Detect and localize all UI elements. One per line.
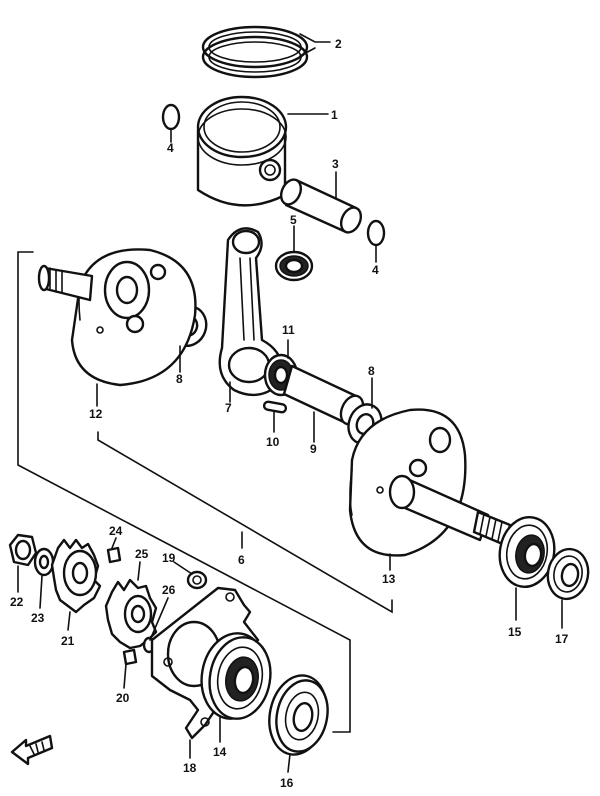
label-16: 16 bbox=[280, 776, 294, 790]
label-13: 13 bbox=[382, 572, 396, 586]
label-12: 12 bbox=[89, 407, 103, 421]
label-20: 20 bbox=[116, 691, 130, 705]
bearing-left bbox=[200, 632, 272, 720]
primary-gear bbox=[50, 538, 102, 614]
label-11: 11 bbox=[282, 323, 295, 337]
label-18: 18 bbox=[183, 761, 197, 775]
label-14: 14 bbox=[213, 745, 227, 759]
crankshaft-left bbox=[37, 248, 197, 387]
label-4b: 4 bbox=[372, 263, 379, 277]
piston-ring bbox=[201, 25, 309, 79]
gear-25 bbox=[104, 578, 158, 650]
oil-seal-left bbox=[268, 674, 329, 756]
part-labels: 2 1 4 3 4 5 8 7 11 9 8 10 12 13 6 15 17 … bbox=[10, 37, 569, 790]
nut bbox=[8, 533, 38, 567]
label-8b: 8 bbox=[368, 364, 375, 378]
bolt-19 bbox=[186, 570, 208, 590]
label-4a: 4 bbox=[167, 141, 174, 155]
label-22: 22 bbox=[10, 595, 24, 609]
label-5: 5 bbox=[290, 213, 297, 227]
label-3: 3 bbox=[332, 157, 339, 171]
label-8a: 8 bbox=[176, 372, 183, 386]
label-17: 17 bbox=[555, 632, 569, 646]
circlip-right bbox=[366, 219, 386, 247]
label-19: 19 bbox=[162, 551, 176, 565]
label-2: 2 bbox=[335, 37, 342, 51]
piston-pin bbox=[279, 178, 363, 234]
label-7: 7 bbox=[225, 401, 232, 415]
label-6: 6 bbox=[238, 553, 245, 567]
washer bbox=[33, 547, 55, 577]
leader-lines bbox=[17, 33, 563, 773]
label-25: 25 bbox=[135, 547, 149, 561]
crankshaft-assembly-bracket bbox=[17, 251, 393, 733]
pin bbox=[262, 400, 288, 414]
piston bbox=[196, 95, 288, 207]
label-26: 26 bbox=[162, 583, 176, 597]
label-21: 21 bbox=[61, 634, 75, 648]
key-24 bbox=[106, 546, 122, 564]
label-24: 24 bbox=[109, 524, 123, 538]
front-arrow-icon bbox=[10, 734, 54, 766]
label-23: 23 bbox=[31, 611, 45, 625]
label-15: 15 bbox=[508, 625, 522, 639]
crankshaft-right bbox=[348, 408, 512, 557]
label-10: 10 bbox=[266, 435, 280, 449]
needle-bearing-small bbox=[274, 250, 314, 282]
key-20 bbox=[122, 648, 138, 666]
oil-seal-right bbox=[546, 547, 590, 601]
circlip-left bbox=[161, 103, 181, 131]
label-1: 1 bbox=[331, 108, 338, 122]
label-9: 9 bbox=[310, 442, 317, 456]
